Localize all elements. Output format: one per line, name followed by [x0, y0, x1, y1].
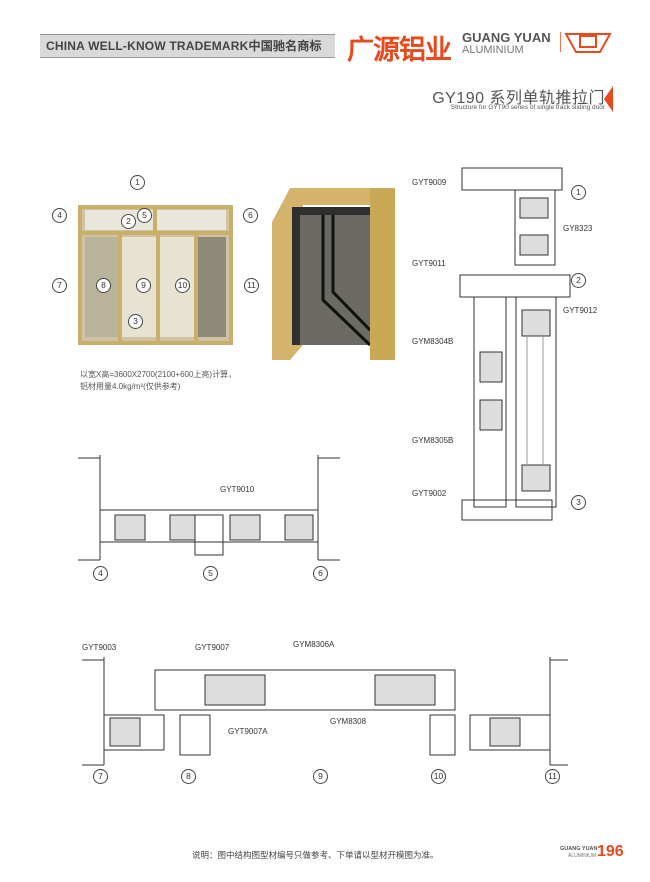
callout-8: 8: [96, 278, 111, 293]
label-gym8308: GYM8308: [330, 717, 367, 726]
label-gym8304b: GYM8304B: [412, 337, 454, 346]
callout-10: 10: [175, 278, 190, 293]
logo-chinese: 广源铝业: [347, 35, 452, 65]
section-callout-5: 5: [203, 566, 218, 581]
section-callout-4: 4: [93, 566, 108, 581]
label-gyt9002: GYT9002: [412, 489, 447, 498]
callout-7: 7: [52, 278, 67, 293]
section-callout-2: 2: [571, 273, 586, 288]
label-gyt9010: GYT9010: [220, 485, 255, 494]
section-callout-8: 8: [181, 769, 196, 784]
logo-english-2: ALUMINIUM: [462, 44, 524, 56]
label-gy8323: GY8323: [563, 224, 593, 233]
corner-profile-image: [272, 188, 395, 360]
label-gyt9011: GYT9011: [412, 259, 446, 268]
callout-4: 4: [52, 208, 67, 223]
note-line-2: 铝材用量4.0kg/m²(仅供参考): [80, 382, 181, 391]
vertical-section: [459, 167, 571, 521]
logo-mark-icon: [559, 30, 612, 61]
section-callout-3: 3: [571, 495, 586, 510]
window-photo: [78, 205, 233, 345]
page-subtitle: Structure for GYT90 series of single tra…: [450, 104, 605, 111]
section-callout-9: 9: [313, 769, 328, 784]
page-title: GY190 系列单轨推拉门: [432, 90, 605, 107]
callout-3: 3: [128, 314, 143, 329]
section-callout-10: 10: [431, 769, 446, 784]
callout-6: 6: [243, 208, 258, 223]
horizontal-section-top: [78, 455, 340, 561]
callout-11: 11: [244, 278, 259, 293]
page-number: 196: [597, 843, 624, 860]
callout-9: 9: [136, 278, 151, 293]
label-gym8306a: GYM8306A: [293, 640, 335, 649]
note-line-1: 以宽X高=3600X2700(2100+600上亮)计算，: [80, 370, 237, 379]
footer-brand-2: ALUMINIUM: [568, 853, 597, 859]
label-gyt9009: GYT9009: [412, 178, 447, 187]
footer-note: 说明：图中结构图型材编号只做参考、下单请以型材开模图为准。: [192, 850, 439, 860]
label-gyt9007a: GYT9007A: [228, 727, 268, 736]
material-note: 以宽X高=3600X2700(2100+600上亮)计算， 铝材用量4.0kg/…: [80, 369, 236, 393]
label-gyt9007: GYT9007: [195, 643, 230, 652]
label-gym8305b: GYM8305B: [412, 436, 454, 445]
logo-english-1: GUANG YUAN: [462, 30, 551, 45]
section-callout-11: 11: [545, 769, 560, 784]
arrow-marker-icon: [604, 86, 613, 112]
label-gyt9012: GYT9012: [563, 306, 598, 315]
section-callout-7: 7: [93, 769, 108, 784]
horizontal-section-bottom: [82, 657, 568, 766]
label-gyt9003: GYT9003: [82, 643, 117, 652]
section-callout-1: 1: [571, 185, 586, 200]
callout-2: 2: [121, 214, 136, 229]
callout-1: 1: [130, 175, 145, 190]
trademark-banner: CHINA WELL-KNOW TRADEMARK中国驰名商标: [40, 34, 335, 58]
section-callout-6: 6: [313, 566, 328, 581]
footer-brand-1: GUANG YUAN: [560, 846, 598, 852]
callout-5: 5: [137, 208, 152, 223]
